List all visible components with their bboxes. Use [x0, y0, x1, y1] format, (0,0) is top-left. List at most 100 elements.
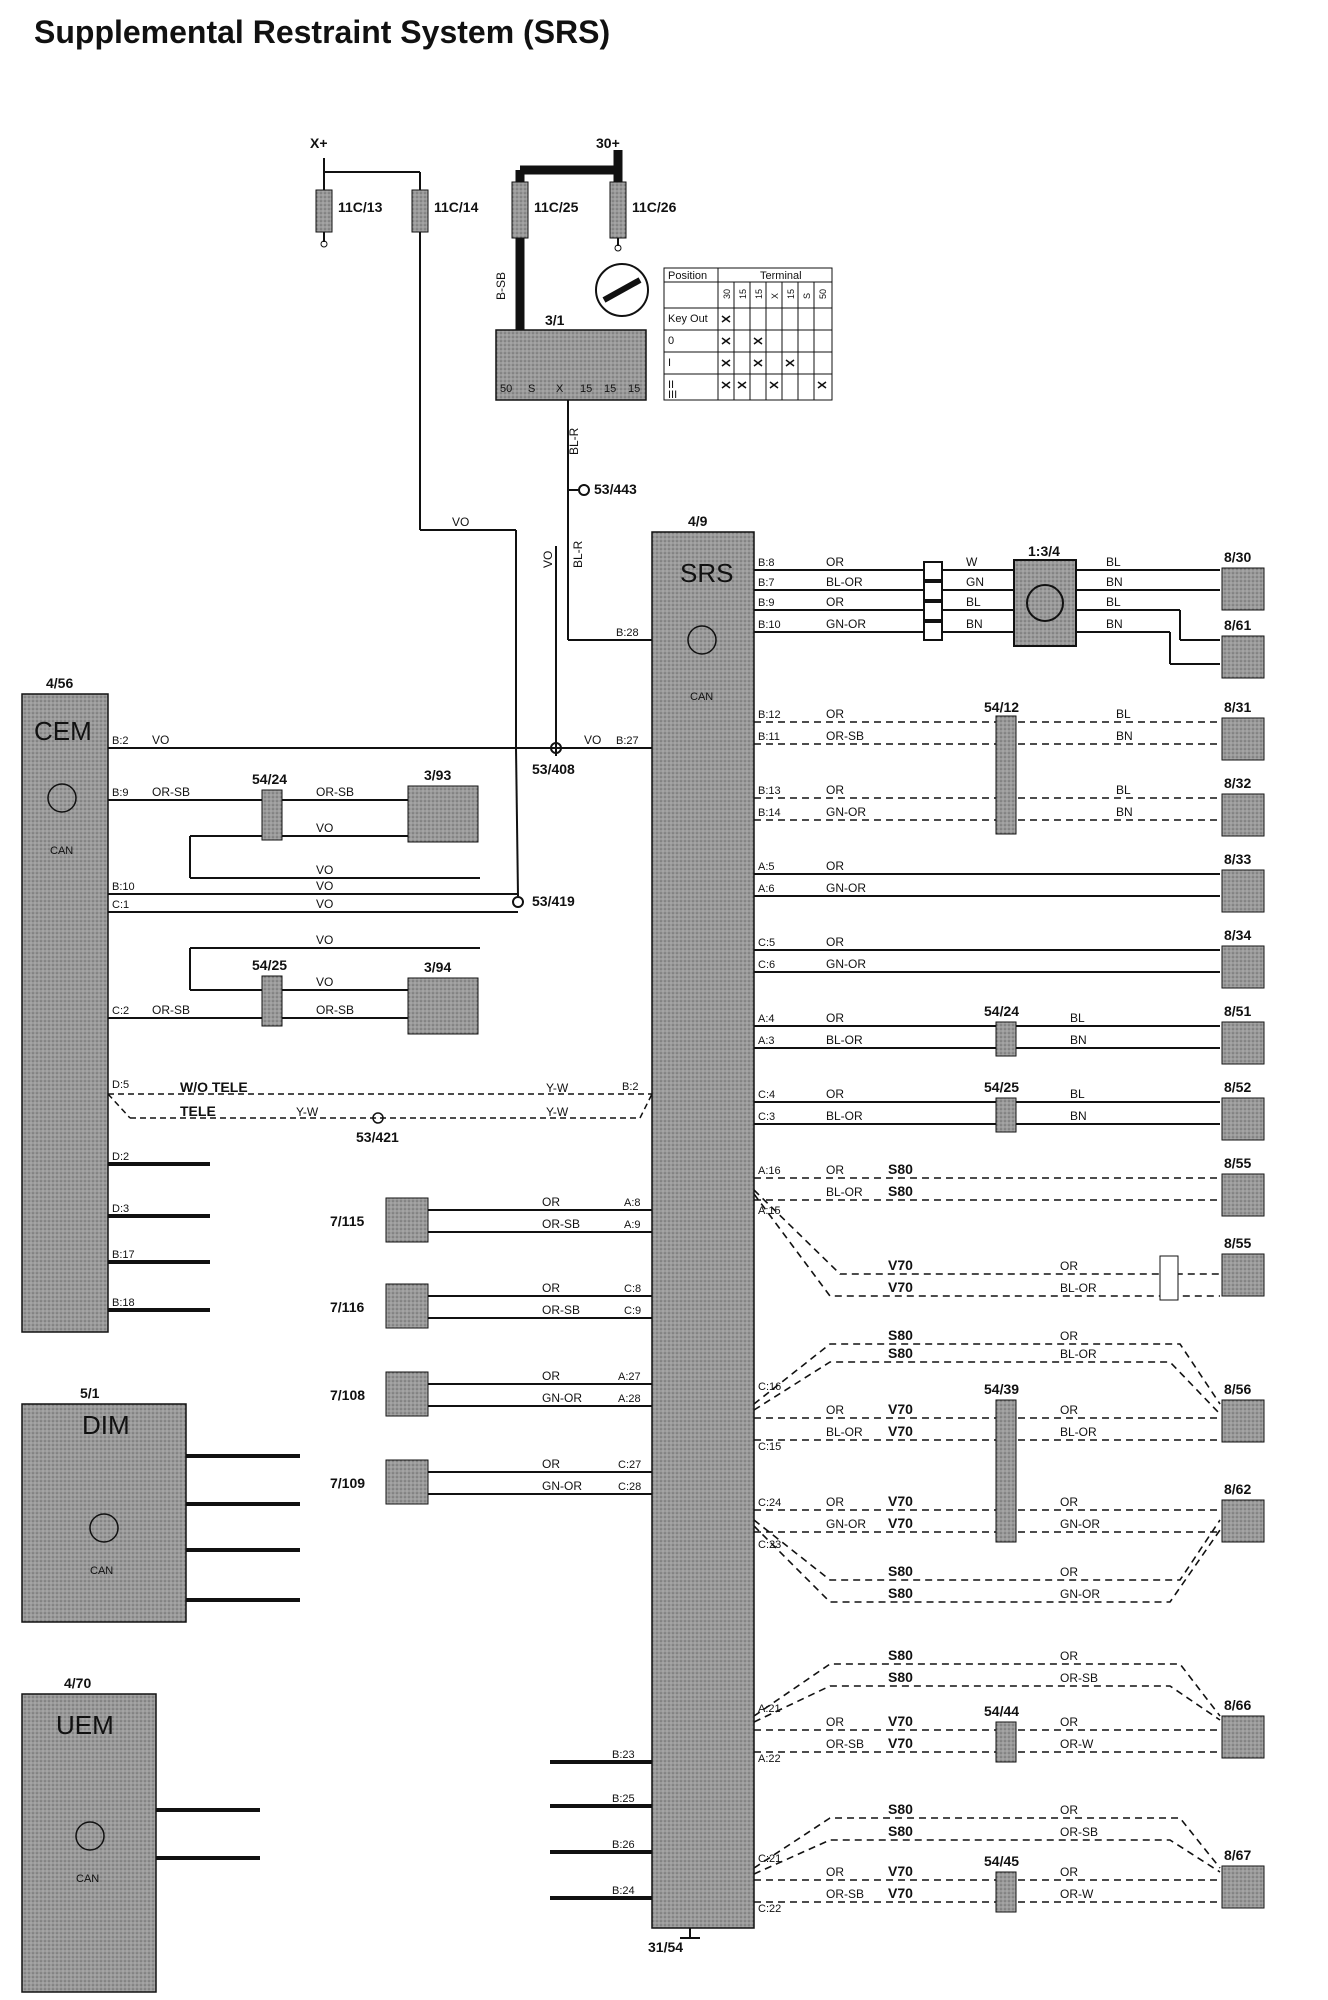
- pin-label: D:5: [112, 1079, 129, 1091]
- variant-label: V70: [888, 1515, 913, 1531]
- wire-color: VO: [316, 897, 333, 911]
- wire-color: OR: [826, 1865, 844, 1879]
- variant-labels: S80 S80 V70 V70 S80 S80 V70 V70 V70 V70 …: [888, 1161, 913, 1901]
- pin-label: C:6: [758, 959, 775, 971]
- ign-pin: X: [556, 383, 564, 395]
- wire-color: OR: [1060, 1865, 1078, 1879]
- pin-label: B:17: [112, 1249, 135, 1261]
- wire-color: OR: [826, 1087, 844, 1101]
- pin-label: C:9: [624, 1305, 641, 1317]
- wire-color: OR: [1060, 1329, 1078, 1343]
- wire-color: OR-SB: [316, 1003, 354, 1017]
- right-wire-labels: OR BL-OR OR GN-OR W GN BL BN BL BN BL BN…: [826, 555, 1133, 1901]
- wire-color: OR: [1060, 1403, 1078, 1417]
- wire-color: BL: [1070, 1011, 1085, 1025]
- ignition-switch: 3/1 50 S X 15 15 15 Position Terminal Ke…: [495, 263, 833, 401]
- wire-color: OR: [1060, 1715, 1078, 1729]
- variant-label: S80: [888, 1183, 913, 1199]
- cem-module: 4/56 CEM CAN: [21, 675, 109, 1333]
- wire-color: BN: [1116, 729, 1133, 743]
- terminal-label: 15: [738, 289, 748, 299]
- fuse-label: 11C/13: [338, 199, 383, 215]
- pin-label: C:27: [618, 1459, 641, 1471]
- dim-module: 5/1 DIM CAN: [21, 1385, 187, 1623]
- can-label: CAN: [90, 1565, 113, 1577]
- squib-label: 8/30: [1224, 549, 1251, 565]
- fuse-11c14: [411, 189, 429, 233]
- wire-color: VO: [316, 879, 333, 893]
- wire-color: GN-OR: [826, 617, 866, 631]
- wire-color: OR: [1060, 1259, 1078, 1273]
- variant-label: V70: [888, 1885, 913, 1901]
- fuse-11c26: [609, 181, 627, 239]
- variant-label: S80: [888, 1647, 913, 1663]
- wire-color: OR: [542, 1457, 560, 1471]
- pin-label: A:9: [624, 1219, 641, 1231]
- squib-label: 8/33: [1224, 851, 1251, 867]
- cem-pin-labels: B:2 B:9 B:10 C:1 C:2 D:5 D:2 D:3 B:17 B:…: [112, 735, 135, 1309]
- wire-color: GN-OR: [826, 881, 866, 895]
- ign-pin: 15: [628, 383, 640, 395]
- variant-label: S80: [888, 1669, 913, 1685]
- connector-label: 54/45: [984, 1853, 1019, 1869]
- ign-pin: 15: [580, 383, 592, 395]
- ignition-id: 3/1: [545, 312, 565, 328]
- pin-label: A:28: [618, 1393, 641, 1405]
- wire-color: OR: [542, 1281, 560, 1295]
- terminal-label: 15: [754, 289, 764, 299]
- wire-color: OR-SB: [826, 729, 864, 743]
- supply-wires: [420, 400, 652, 748]
- variant-label: S80: [888, 1823, 913, 1839]
- pin-label: B:26: [612, 1839, 635, 1851]
- wire-color: BL: [1116, 707, 1131, 721]
- pin-label: B:2: [622, 1081, 639, 1093]
- page-title: Supplemental Restraint System (SRS): [34, 14, 611, 50]
- squib-label: 8/61: [1224, 617, 1251, 633]
- wire-color: VO: [152, 733, 169, 747]
- pin-label: A:5: [758, 861, 775, 873]
- wire-color: OR-SB: [316, 785, 354, 799]
- uem-name: UEM: [56, 1710, 114, 1740]
- wire-color: OR-SB: [826, 1887, 864, 1901]
- squib-label: 8/66: [1224, 1697, 1251, 1713]
- wire-color: BL-OR: [1060, 1347, 1097, 1361]
- connector-label: 54/25: [252, 957, 287, 973]
- wire-color: Y-W: [546, 1105, 569, 1119]
- wire-color: OR: [826, 1163, 844, 1177]
- sensors: 7/115 7/116 7/108 7/109 OR OR-SB OR OR-S…: [330, 1195, 652, 1505]
- variant-label: V70: [888, 1257, 913, 1273]
- terminal-label: 30: [722, 289, 732, 299]
- table-row-label: I: [668, 357, 671, 369]
- wire-color: OR-SB: [542, 1217, 580, 1231]
- pin-label: B:10: [758, 619, 781, 631]
- wire-color: BN: [1070, 1109, 1087, 1123]
- splice-label: 53/421: [356, 1129, 399, 1145]
- terminal-label: 15: [786, 289, 796, 299]
- wire-color: BL: [1106, 555, 1121, 569]
- pin-label: C:28: [618, 1481, 641, 1493]
- wire-color: OR-SB: [152, 1003, 190, 1017]
- wire-color: BL-R: [571, 540, 585, 568]
- squib-label: 8/62: [1224, 1481, 1251, 1497]
- right-connectors: 54/12 54/24 54/25 54/39 54/44 54/45 1:3/…: [984, 543, 1179, 1913]
- variant-label: S80: [888, 1585, 913, 1601]
- pin-label: C:3: [758, 1111, 775, 1123]
- pin-label: A:6: [758, 883, 775, 895]
- wire-color: OR-SB: [1060, 1825, 1098, 1839]
- wire-color: OR: [826, 783, 844, 797]
- wire-color: OR-SB: [826, 1737, 864, 1751]
- wire-color: W: [966, 555, 978, 569]
- dim-uem-stubs: [156, 1454, 300, 1860]
- table-row-label: II: [668, 379, 674, 391]
- pin-label: B:7: [758, 577, 775, 589]
- connector-label: 3/94: [424, 959, 451, 975]
- wire-color: Y-W: [546, 1081, 569, 1095]
- wire-color: VO: [452, 515, 469, 529]
- wire-color: OR: [1060, 1495, 1078, 1509]
- wire-color: VO: [316, 821, 333, 835]
- wire-color: OR: [826, 595, 844, 609]
- wire-color: GN-OR: [826, 805, 866, 819]
- fuse-label: 11C/14: [434, 199, 479, 215]
- clockspring-label: 1:3/4: [1028, 543, 1060, 559]
- connector-label: 54/24: [252, 771, 287, 787]
